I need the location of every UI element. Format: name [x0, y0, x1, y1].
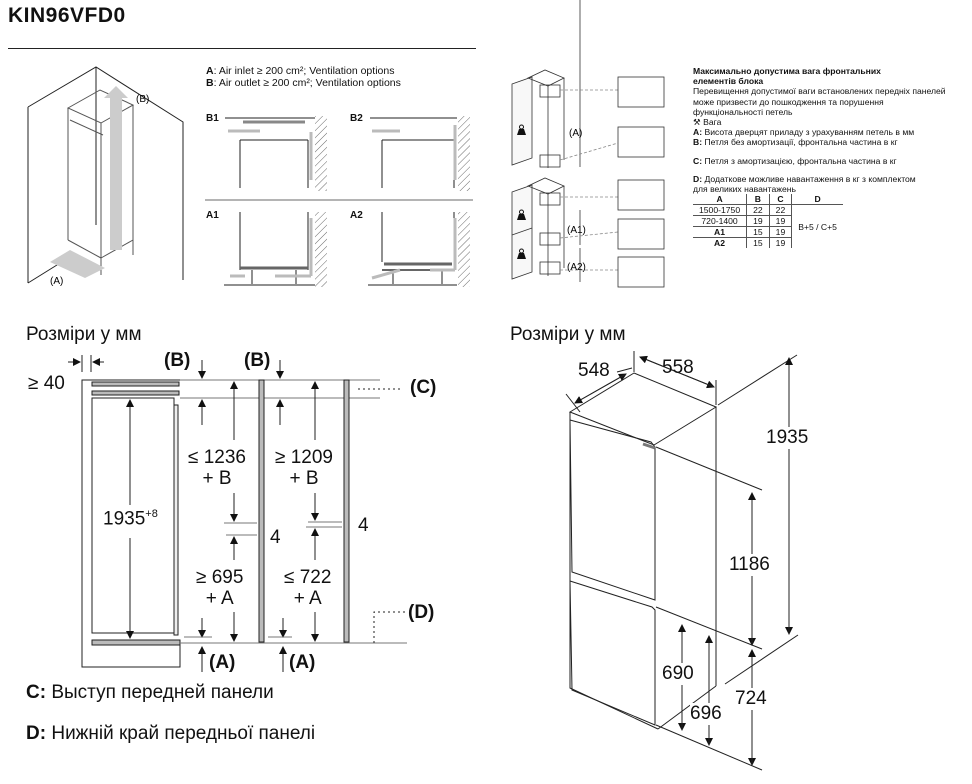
vent-panel-a1-label: A1: [206, 210, 219, 221]
dim-690: 690: [662, 663, 694, 685]
legend-air-outlet: B: Air outlet ≥ 200 cm²; Ventilation opt…: [206, 77, 401, 89]
iso-cabinet-drawing: [27, 66, 184, 284]
vent-panel-a1: [224, 212, 327, 287]
dim-696: 696: [690, 703, 722, 725]
table-header: A B C D: [693, 194, 843, 206]
hinge-a1-label: (A1): [567, 225, 586, 236]
table-d-value: B+5 / C+5: [791, 204, 843, 249]
weight-description: Перевищення допустимої ваги встановлених…: [693, 86, 946, 117]
table-row: A1 15 19: [693, 226, 843, 238]
legend-air-inlet: A: Air inlet ≥ 200 cm²; Ventilation opti…: [206, 65, 395, 77]
a-label-right: (A): [289, 652, 316, 673]
table-row: A2 15 19: [693, 237, 843, 249]
vent-panel-b2-label: B2: [350, 113, 363, 124]
iso-inlet-label: (A): [50, 276, 63, 287]
depth-dim: 548: [578, 360, 610, 381]
weight-icon: [517, 124, 526, 259]
vent-panel-a2: [368, 212, 470, 287]
legend-weight: ⚒︎ Вага: [693, 117, 722, 128]
weight-table: A B C D 1500-1750 22 22 B+5 / C+5 720-14…: [693, 194, 843, 249]
b-label-right: (B): [244, 350, 271, 371]
lower-right-dim: ≤ 722+ A: [284, 567, 332, 609]
legend-d: D: Додаткове можливе навантаження в кг з…: [693, 173, 916, 195]
lower-left-dim: ≥ 695+ A: [196, 567, 244, 609]
weight-icon: ⚒︎: [693, 117, 701, 128]
vent-panel-b1: [225, 116, 327, 191]
iso-outlet-label: (B): [136, 94, 149, 105]
legend-a: A: Висота дверцят приладу з урахуванням …: [693, 127, 915, 138]
niche-dims-title: Розміри у мм: [26, 324, 142, 345]
vent-panel-b1-label: B1: [206, 113, 219, 124]
dim-724: 724: [735, 688, 767, 710]
header-divider: [8, 48, 476, 49]
upper-left-dim: ≤ 1236+ B: [188, 447, 246, 489]
a-label-left: (A): [209, 652, 236, 673]
hinge-a2-label: (A2): [567, 262, 586, 273]
height-dim: 1935: [766, 427, 809, 449]
model-title: KIN96VFD0: [8, 4, 126, 27]
upper-hinge-dim: 1186: [729, 554, 770, 576]
d-label: (D): [408, 602, 435, 623]
weight-title: Максимально допустима вага фронтальних е…: [693, 66, 881, 87]
appliance-dimension-drawing: [565, 351, 799, 771]
upper-right-dim: ≥ 1209+ B: [275, 447, 333, 489]
table-row: 720-1400 19 19: [693, 215, 843, 227]
hinge-weight-diagram: [511, 0, 665, 288]
vent-panel-a2-label: A2: [350, 210, 363, 221]
legend-c: C: Петля з амортизацією, фронтальна част…: [693, 155, 897, 166]
b-label-left: (B): [164, 350, 191, 371]
gap-4-left: 4: [270, 527, 281, 548]
ventilation-legend: A: Air inlet ≥ 200 cm²; Ventilation opti…: [206, 65, 401, 89]
gap-4-right: 4: [358, 515, 369, 536]
width-dim: 558: [662, 357, 694, 378]
appliance-dims-title: Розміри у мм: [510, 324, 626, 345]
vent-panel-b2: [370, 116, 470, 191]
hinge-a-label: (A): [569, 128, 582, 139]
note-d: D: Нижній край передньої панелі: [26, 723, 316, 744]
niche-dimension-drawing: [68, 355, 407, 672]
c-label: (C): [410, 377, 437, 398]
niche-height: 1935+8: [103, 508, 158, 531]
gap-label: ≥ 40: [28, 373, 65, 394]
note-c: C: Выступ передней панели: [26, 682, 274, 703]
hinge-weight-info: Максимально допустима вага фронтальних е…: [693, 66, 963, 249]
legend-b: B: Петля без амортизації, фронтальна час…: [693, 137, 898, 148]
table-row: 1500-1750 22 22 B+5 / C+5: [693, 204, 843, 249]
